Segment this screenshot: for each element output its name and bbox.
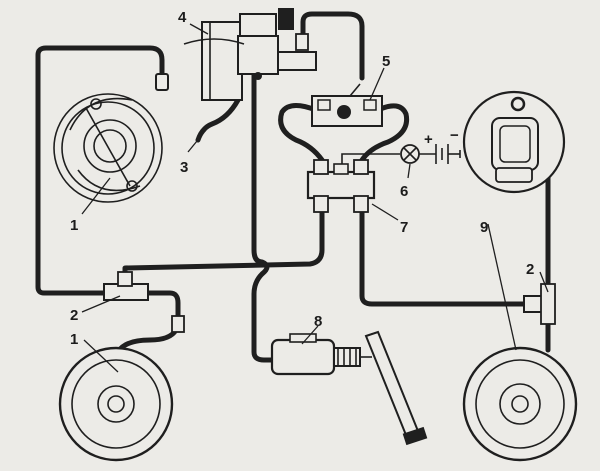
pipe-hose-3 xyxy=(195,97,241,143)
label-2-left: 2 xyxy=(70,307,78,324)
tee-left xyxy=(103,271,149,301)
label-2-right: 2 xyxy=(526,261,534,278)
label-7: 7 xyxy=(400,219,408,236)
rear-drum-bottom-right xyxy=(462,346,578,462)
valve-block xyxy=(306,159,376,213)
label-1-bottom: 1 xyxy=(70,331,78,348)
label-6: 6 xyxy=(400,183,408,200)
pipe-main-to-master xyxy=(251,71,277,363)
callout-numbers: 4 3 5 6 7 1 2 1 8 9 2 xyxy=(70,9,534,348)
warning-lamp-circuit: + − xyxy=(341,127,461,164)
pipe-top-to-regulator xyxy=(300,11,365,81)
pipe-regulator-right-loop xyxy=(359,103,410,163)
pipe-regulator-left-loop xyxy=(278,103,325,163)
label-5: 5 xyxy=(382,53,390,70)
label-8: 8 xyxy=(314,313,322,330)
lamp-minus-sign: − xyxy=(450,127,459,144)
brake-pedal xyxy=(364,330,428,446)
pipe-valve-to-right-tee xyxy=(359,207,527,307)
pipe-tee-to-valve xyxy=(122,207,325,283)
rear-brake xyxy=(462,90,566,194)
tee-right xyxy=(523,283,556,325)
pipe-front-left-loop xyxy=(35,45,165,296)
lamp-plus-sign: + xyxy=(424,131,433,148)
master-cylinder xyxy=(270,333,372,376)
lower-left-fitting xyxy=(171,315,185,333)
pipe-tee-to-lower-left xyxy=(145,290,181,321)
pressure-regulator xyxy=(311,83,383,127)
reservoir-unit xyxy=(183,8,317,101)
label-9: 9 xyxy=(480,219,488,236)
pipe-lower-left-hose xyxy=(115,327,179,355)
front-brake-top-left xyxy=(53,73,169,203)
label-4: 4 xyxy=(178,9,187,26)
front-brake-bottom-left xyxy=(58,346,174,462)
leader-lines xyxy=(81,23,549,373)
label-3: 3 xyxy=(180,159,188,176)
label-1-top: 1 xyxy=(70,217,78,234)
